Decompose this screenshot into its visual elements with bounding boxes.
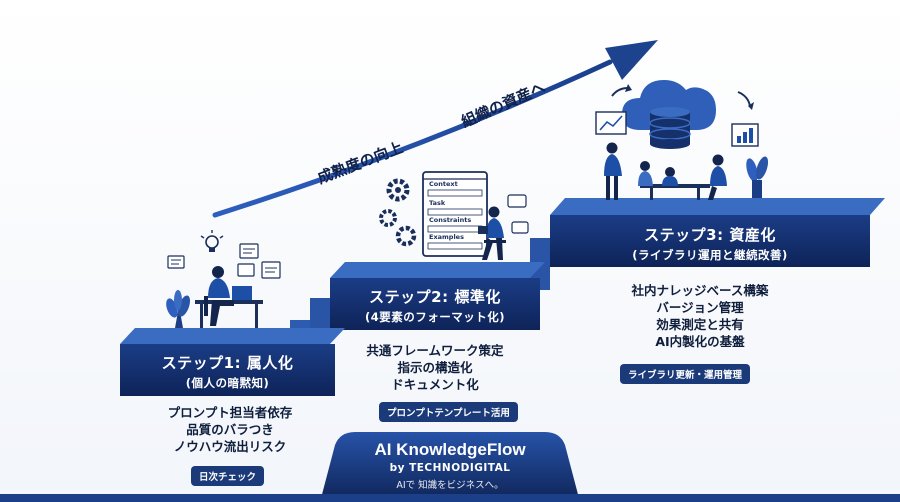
brand-base — [0, 432, 900, 502]
template-field-task: Task — [429, 199, 446, 207]
template-field-examples: Examples — [429, 233, 464, 241]
step1-title: ステップ1: 属人化 — [161, 354, 294, 372]
template-field-constraints: Constraints — [429, 216, 472, 224]
brand-block: AI KnowledgeFlow by TECHNODIGITAL AIで 知識… — [335, 440, 565, 491]
step1-heading: ステップ1: 属人化 (個人の暗黙知) — [120, 352, 335, 391]
brand-name: AI KnowledgeFlow — [374, 440, 526, 459]
step3-badge: ライブラリ更新・運用管理 — [620, 364, 751, 384]
step2-block — [290, 262, 545, 345]
step1-subtitle: (個人の暗黙知) — [185, 376, 270, 390]
step3-bullet: バージョン管理 — [656, 300, 744, 315]
step3-bullets: 社内ナレッジベース構築 バージョン管理 効果測定と共有 AI内製化の基盤 — [590, 282, 810, 350]
step1-bullet: プロンプト担当者依存 — [167, 405, 293, 420]
gear-icon — [379, 178, 417, 247]
step2-bullet: 共通フレームワーク策定 — [366, 343, 504, 358]
step2-heading: ステップ2: 標準化 (4要素のフォーマット化) — [330, 286, 540, 325]
step3-title: ステップ3: 資産化 — [644, 226, 776, 244]
step1-bullet: ノウハウ流出リスク — [173, 439, 287, 454]
brand-tagline: AIで 知識をビジネスへ。 — [396, 480, 504, 491]
brand-byline: by TECHNODIGITAL — [389, 462, 511, 474]
person-with-template-icon — [379, 171, 529, 260]
step2-subtitle: (4要素のフォーマット化) — [364, 310, 505, 324]
step3-bullet: 社内ナレッジベース構築 — [631, 283, 769, 298]
step2-title: ステップ2: 標準化 — [369, 288, 501, 306]
step3-bullet: AI内製化の基盤 — [655, 334, 745, 349]
step1-bullets: プロンプト担当者依存 品質のバラつき ノウハウ流出リスク — [130, 404, 330, 455]
team-with-cloud-database-icon — [595, 80, 769, 200]
growth-arrow — [212, 40, 658, 218]
step3-bullet: 効果測定と共有 — [656, 317, 744, 332]
step1-bullet: 品質のバラつき — [186, 422, 274, 437]
person-at-desk-icon — [166, 230, 281, 328]
step2-bullets: 共通フレームワーク策定 指示の構造化 ドキュメント化 — [335, 342, 535, 393]
step2-bullet: 指示の構造化 — [397, 360, 473, 375]
step2-bullet: ドキュメント化 — [391, 377, 479, 392]
step3-heading: ステップ3: 資産化 (ライブラリ運用と継続改善) — [550, 224, 870, 263]
step1-badge: 日次チェック — [191, 466, 265, 486]
step3-block — [510, 198, 885, 290]
step2-badge: プロンプトテンプレート活用 — [379, 402, 518, 422]
step3-subtitle: (ライブラリ運用と継続改善) — [632, 248, 788, 262]
step1-block — [120, 328, 345, 396]
template-field-context: Context — [429, 180, 458, 188]
